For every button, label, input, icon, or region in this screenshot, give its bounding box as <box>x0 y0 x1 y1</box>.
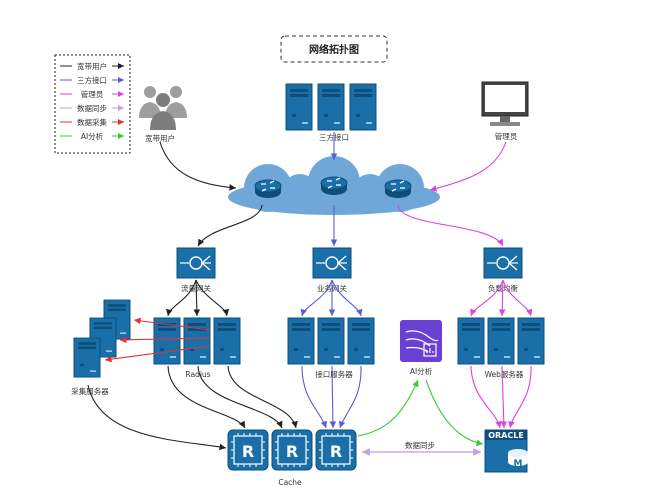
legend-label: 三方接口 <box>77 75 107 85</box>
edge-collect-3 <box>104 345 211 363</box>
collect-server-label: 采集服务器 <box>71 386 109 396</box>
oracle-m-text: M <box>514 459 523 469</box>
broadband-user-label: 宽带用户 <box>145 133 175 143</box>
edge-ai-cache <box>357 379 419 437</box>
legend-label: 宽带用户 <box>77 61 107 71</box>
load-balancer <box>483 247 523 279</box>
web-servers <box>457 317 545 365</box>
ai-label: AI分析 <box>410 366 433 376</box>
flow-gateway <box>176 247 216 279</box>
broadband-user-icon <box>139 86 187 130</box>
cache-label: Cache <box>278 478 302 487</box>
web-server-label: Web服务器 <box>485 369 524 379</box>
edge-user-cloud <box>159 141 237 191</box>
api-servers <box>287 317 375 365</box>
legend-label: 管理员 <box>81 89 104 99</box>
redis-letter-3: R <box>330 442 342 461</box>
radius-servers <box>153 317 241 365</box>
title-box: 网络拓扑图 <box>280 35 388 63</box>
radius-label: Radius <box>185 370 210 379</box>
edge-ai-oracle <box>425 379 484 447</box>
admin-label: 管理员 <box>495 131 518 141</box>
admin-monitor-icon <box>481 81 529 126</box>
redis-letter-2: R <box>286 442 298 461</box>
edge-cloud-lb <box>397 204 504 247</box>
page-title: 网络拓扑图 <box>309 43 359 56</box>
legend-label: 数据采集 <box>77 117 107 127</box>
edge-cloud-flowgw <box>197 204 263 247</box>
oracle-db-icon <box>484 429 528 473</box>
third-party-servers <box>285 83 377 131</box>
biz-gateway <box>312 247 352 279</box>
edge-collect-2 <box>119 336 211 344</box>
ai-analysis-icon <box>400 320 442 362</box>
legend-label: AI分析 <box>81 131 104 141</box>
cloud <box>228 156 440 215</box>
redis-letter-1: R <box>242 442 254 461</box>
edge-collect-1 <box>133 317 211 331</box>
data-sync-label: 数据同步 <box>405 440 435 450</box>
oracle-text: ORACLE <box>488 431 524 440</box>
api-server-label: 接口服务器 <box>315 369 353 379</box>
collect-servers <box>73 299 131 378</box>
legend-label: 数据同步 <box>77 103 107 113</box>
edge-admin-cloud <box>429 141 507 192</box>
